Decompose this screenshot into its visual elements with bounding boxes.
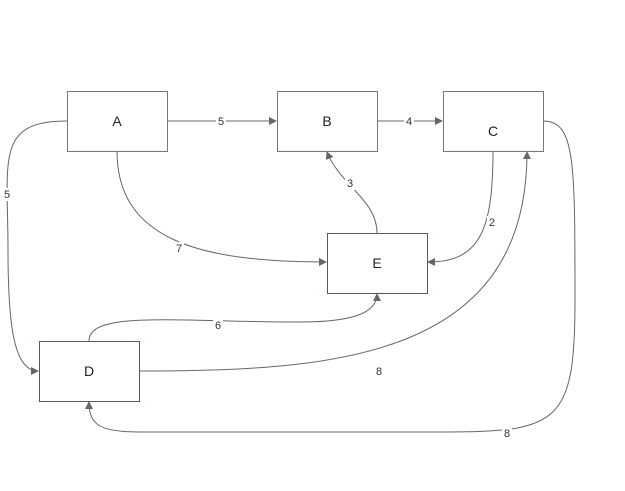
edge-label-group-a-d: 5 bbox=[2, 188, 12, 201]
edge-d-c bbox=[138, 151, 531, 372]
edge-label-group-c-d: 8 bbox=[502, 427, 512, 440]
edge-label-group-e-b: 3 bbox=[345, 177, 355, 190]
node-b[interactable]: B bbox=[277, 91, 378, 152]
edge-label-background bbox=[487, 216, 497, 229]
edge-label-background bbox=[174, 242, 184, 255]
node-label-a: A bbox=[112, 113, 122, 129]
node-c[interactable]: C bbox=[443, 91, 544, 152]
node-label-e: E bbox=[372, 255, 381, 271]
edge-label-background bbox=[216, 115, 226, 128]
edge-d-e bbox=[88, 293, 381, 342]
node-box-d[interactable] bbox=[39, 341, 140, 402]
node-label-b: B bbox=[322, 113, 331, 129]
edge-labels-layer: 5 4 3 2 7 5 6 8 8 bbox=[2, 115, 512, 440]
edge-c-e bbox=[427, 150, 494, 266]
edge-label-background bbox=[502, 427, 512, 440]
edge-weight-label-a-b: 5 bbox=[218, 116, 224, 128]
edge-label-group-a-b: 5 bbox=[216, 115, 226, 128]
edge-a-e bbox=[116, 150, 327, 266]
edge-weight-label-a-e: 7 bbox=[176, 243, 182, 255]
node-a[interactable]: A bbox=[67, 91, 168, 152]
edge-weight-label-c-d: 8 bbox=[504, 428, 510, 440]
edge-weight-label-d-c: 8 bbox=[376, 366, 382, 378]
edge-label-group-d-e: 6 bbox=[213, 319, 223, 332]
edge-label-background bbox=[2, 188, 12, 201]
edge-weight-label-d-e: 6 bbox=[215, 320, 221, 332]
edge-e-b bbox=[325, 151, 378, 234]
edge-label-background bbox=[213, 319, 223, 332]
node-d[interactable]: D bbox=[39, 341, 140, 402]
edge-weight-label-c-e: 2 bbox=[489, 217, 495, 229]
edge-line-a-e bbox=[116, 150, 327, 266]
edge-label-group-d-c: 8 bbox=[374, 365, 384, 378]
node-box-a[interactable] bbox=[67, 91, 168, 152]
edge-label-background bbox=[374, 365, 384, 378]
edges-layer bbox=[6, 117, 576, 433]
edge-line-c-e bbox=[427, 150, 494, 266]
edge-weight-label-b-c: 4 bbox=[406, 116, 412, 128]
edge-weight-label-a-d: 5 bbox=[4, 189, 10, 201]
node-box-b[interactable] bbox=[277, 91, 378, 152]
node-label-c: C bbox=[488, 123, 498, 139]
edge-line-e-b bbox=[325, 151, 378, 234]
edge-line-a-d bbox=[6, 120, 68, 375]
node-e[interactable]: E bbox=[327, 233, 428, 294]
edge-label-background bbox=[404, 115, 414, 128]
edge-line-d-e bbox=[88, 293, 381, 342]
node-box-e[interactable] bbox=[327, 233, 428, 294]
edge-line-d-c bbox=[138, 151, 531, 372]
edge-label-group-c-e: 2 bbox=[487, 216, 497, 229]
edge-a-d bbox=[6, 120, 68, 375]
edge-line-c-d bbox=[85, 120, 576, 433]
node-label-d: D bbox=[84, 363, 94, 379]
nodes-layer: A B C D E bbox=[39, 91, 544, 402]
edge-label-group-b-c: 4 bbox=[404, 115, 414, 128]
node-box-c[interactable] bbox=[443, 91, 544, 152]
edge-weight-label-e-b: 3 bbox=[347, 178, 353, 190]
edge-label-group-a-e: 7 bbox=[174, 242, 184, 255]
edge-c-d bbox=[85, 120, 576, 433]
edge-label-background bbox=[345, 177, 355, 190]
